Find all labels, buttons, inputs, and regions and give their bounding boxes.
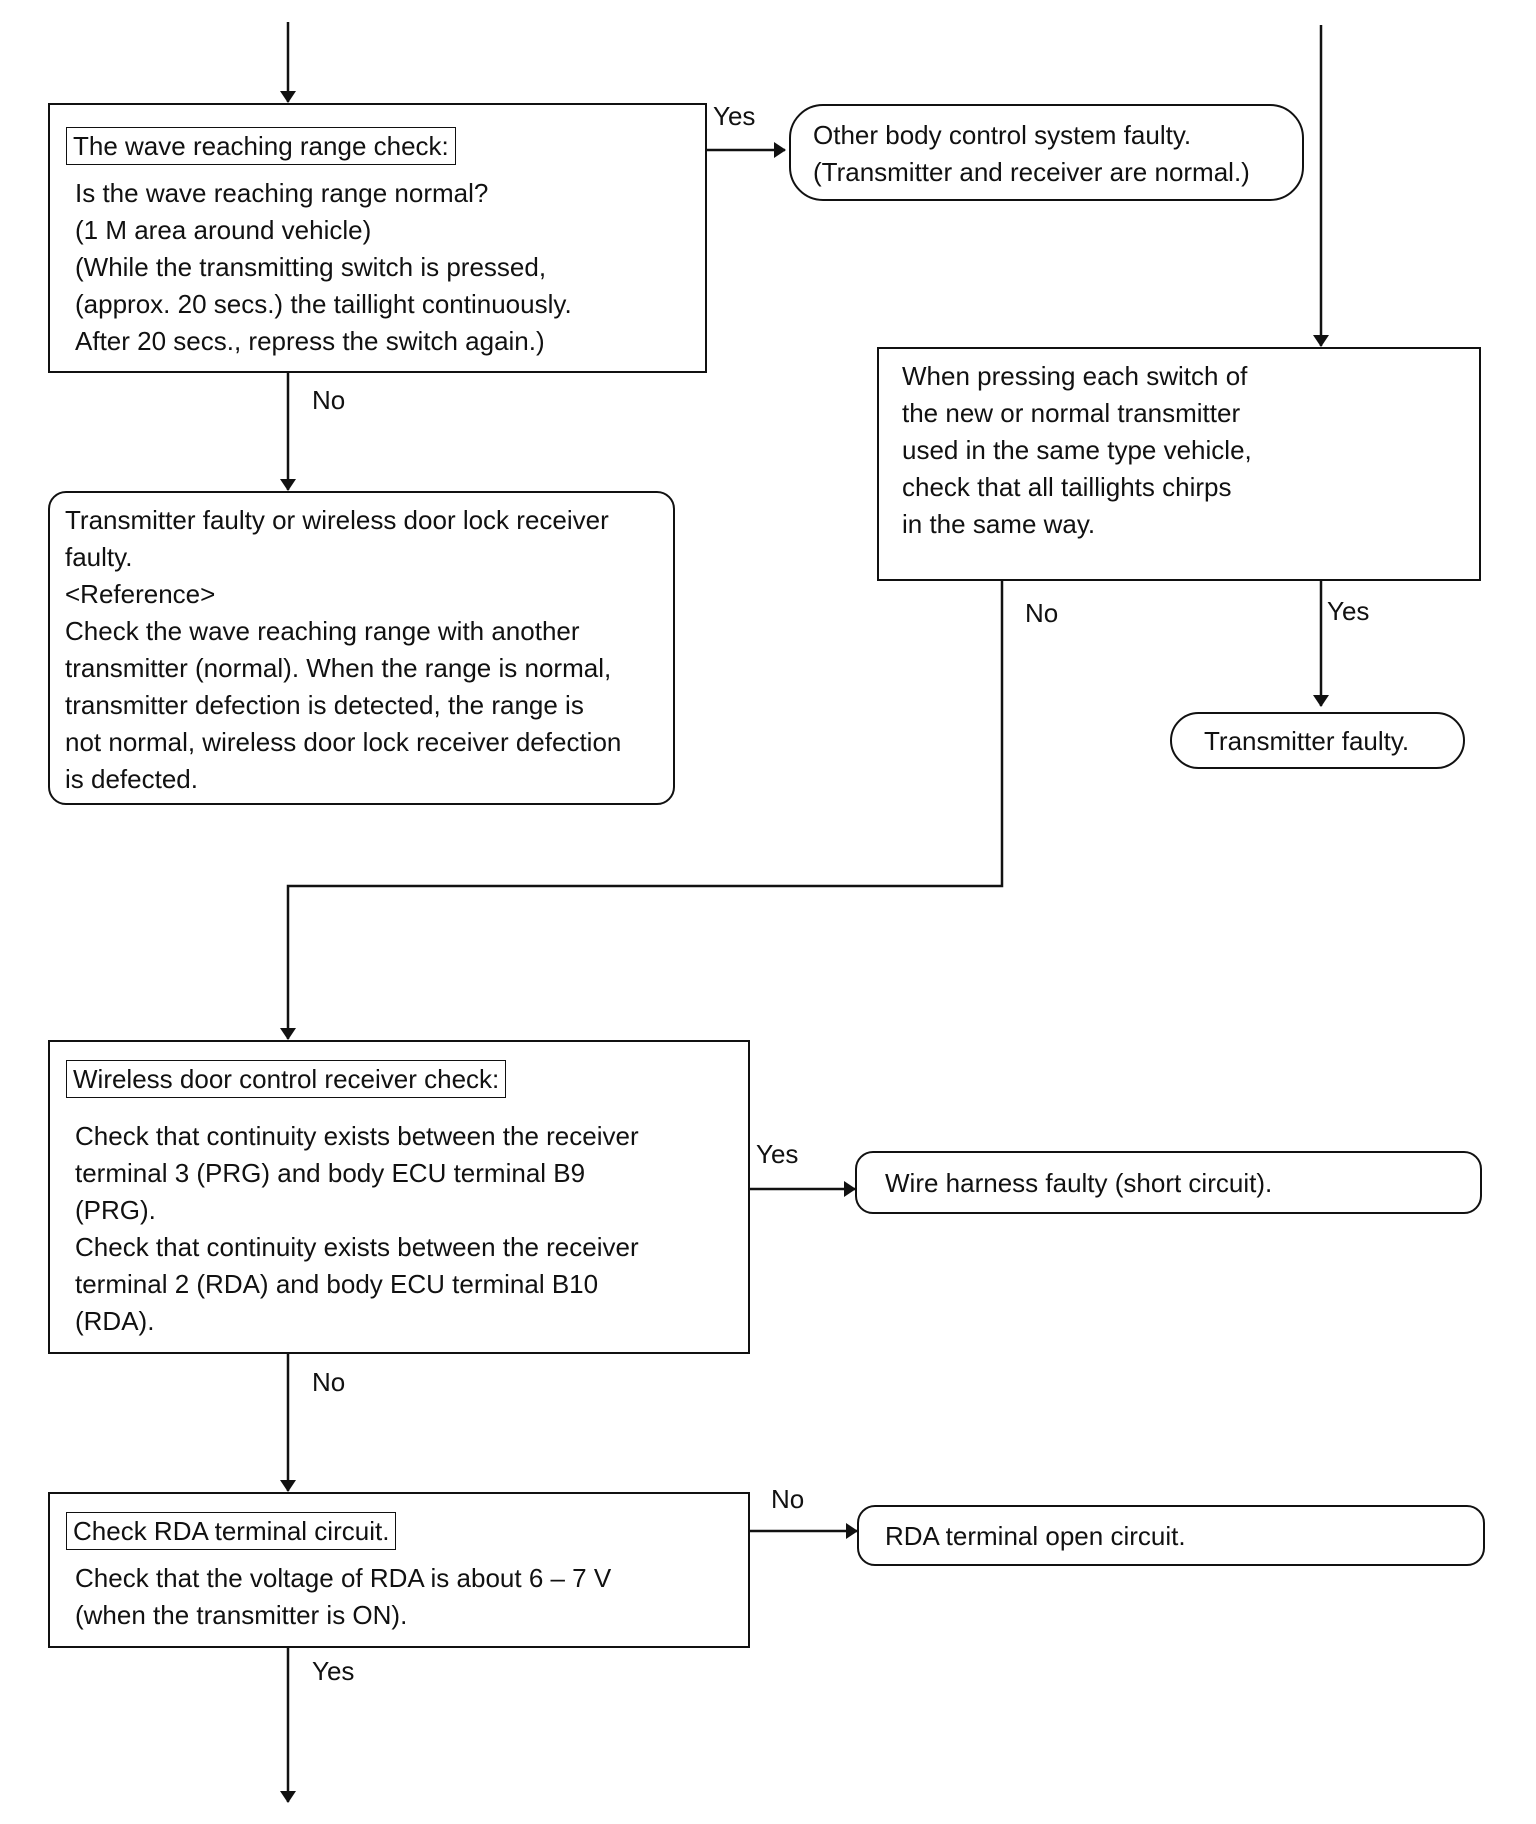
receiver-check-line: terminal 2 (RDA) and body ECU terminal B… <box>75 1269 599 1299</box>
transmitter-or-receiver-line: not normal, wireless door lock receiver … <box>65 727 622 757</box>
wave-check-line: Is the wave reaching range normal? <box>75 178 489 208</box>
edge-label-switch-yes: Yes <box>1327 596 1370 626</box>
transmitter-or-receiver-line: is defected. <box>65 764 198 794</box>
transmitter-faulty-text: Transmitter faulty. <box>1204 726 1410 756</box>
transmitter-faulty-terminal: Transmitter faulty. <box>1170 712 1465 769</box>
switch-check-line: in the same way. <box>902 509 1096 539</box>
wave-check-line: (1 M area around vehicle) <box>75 215 372 245</box>
edge-label-receiver-no: No <box>312 1367 346 1397</box>
edge-label-wave-no: No <box>312 385 346 415</box>
edge-label-rda-no: No <box>771 1484 805 1514</box>
switch-check-line: the new or normal transmitter <box>902 398 1241 428</box>
rda-check-line: (when the transmitter is ON). <box>75 1600 408 1630</box>
receiver-check-line: terminal 3 (PRG) and body ECU terminal B… <box>75 1158 586 1188</box>
edge-label-receiver-yes: Yes <box>756 1139 799 1169</box>
transmitter-or-receiver-terminal: Transmitter faulty or wireless door lock… <box>48 491 675 805</box>
wave-check-heading: The wave reaching range check: <box>66 127 456 165</box>
receiver-check-heading: Wireless door control receiver check: <box>66 1060 507 1098</box>
receiver-check-box: Wireless door control receiver check: Ch… <box>48 1040 750 1354</box>
switch-check-box: When pressing each switch of the new or … <box>877 347 1481 581</box>
wire-harness-text: Wire harness faulty (short circuit). <box>885 1168 1273 1198</box>
switch-check-line: check that all taillights chirps <box>902 472 1232 502</box>
switch-check-line: When pressing each switch of <box>902 361 1248 391</box>
transmitter-or-receiver-line: <Reference> <box>65 579 216 609</box>
wave-check-line: (approx. 20 secs.) the taillight continu… <box>75 289 572 319</box>
receiver-check-line: (RDA). <box>75 1306 155 1336</box>
receiver-check-line: (PRG). <box>75 1195 156 1225</box>
rda-check-line: Check that the voltage of RDA is about 6… <box>75 1563 612 1593</box>
transmitter-or-receiver-line: Transmitter faulty or wireless door lock… <box>65 505 609 535</box>
connector-switch-no <box>280 580 1004 1040</box>
other-body-terminal: Other body control system faulty. (Trans… <box>789 104 1304 201</box>
transmitter-or-receiver-line: transmitter (normal). When the range is … <box>65 653 612 683</box>
transmitter-or-receiver-line: Check the wave reaching range with anoth… <box>65 616 580 646</box>
rda-check-box: Check RDA terminal circuit. Check that t… <box>48 1492 750 1648</box>
edge-label-rda-yes: Yes <box>312 1656 355 1686</box>
other-body-line: Other body control system faulty. <box>813 120 1192 150</box>
edge-label-wave-yes: Yes <box>713 101 756 131</box>
switch-check-line: used in the same type vehicle, <box>902 435 1252 465</box>
rda-check-heading: Check RDA terminal circuit. <box>66 1512 397 1550</box>
receiver-check-line: Check that continuity exists between the… <box>75 1121 639 1151</box>
rda-open-terminal: RDA terminal open circuit. <box>857 1505 1485 1566</box>
edge-label-switch-no: No <box>1025 598 1059 628</box>
other-body-line: (Transmitter and receiver are normal.) <box>813 157 1250 187</box>
receiver-check-line: Check that continuity exists between the… <box>75 1232 639 1262</box>
wave-check-line: After 20 secs., repress the switch again… <box>75 326 545 356</box>
wire-harness-terminal: Wire harness faulty (short circuit). <box>855 1151 1482 1214</box>
transmitter-or-receiver-line: faulty. <box>65 542 133 572</box>
wave-check-line: (While the transmitting switch is presse… <box>75 252 547 282</box>
transmitter-or-receiver-line: transmitter defection is detected, the r… <box>65 690 584 720</box>
wave-check-box: The wave reaching range check: Is the wa… <box>48 103 707 373</box>
rda-open-text: RDA terminal open circuit. <box>885 1521 1186 1551</box>
